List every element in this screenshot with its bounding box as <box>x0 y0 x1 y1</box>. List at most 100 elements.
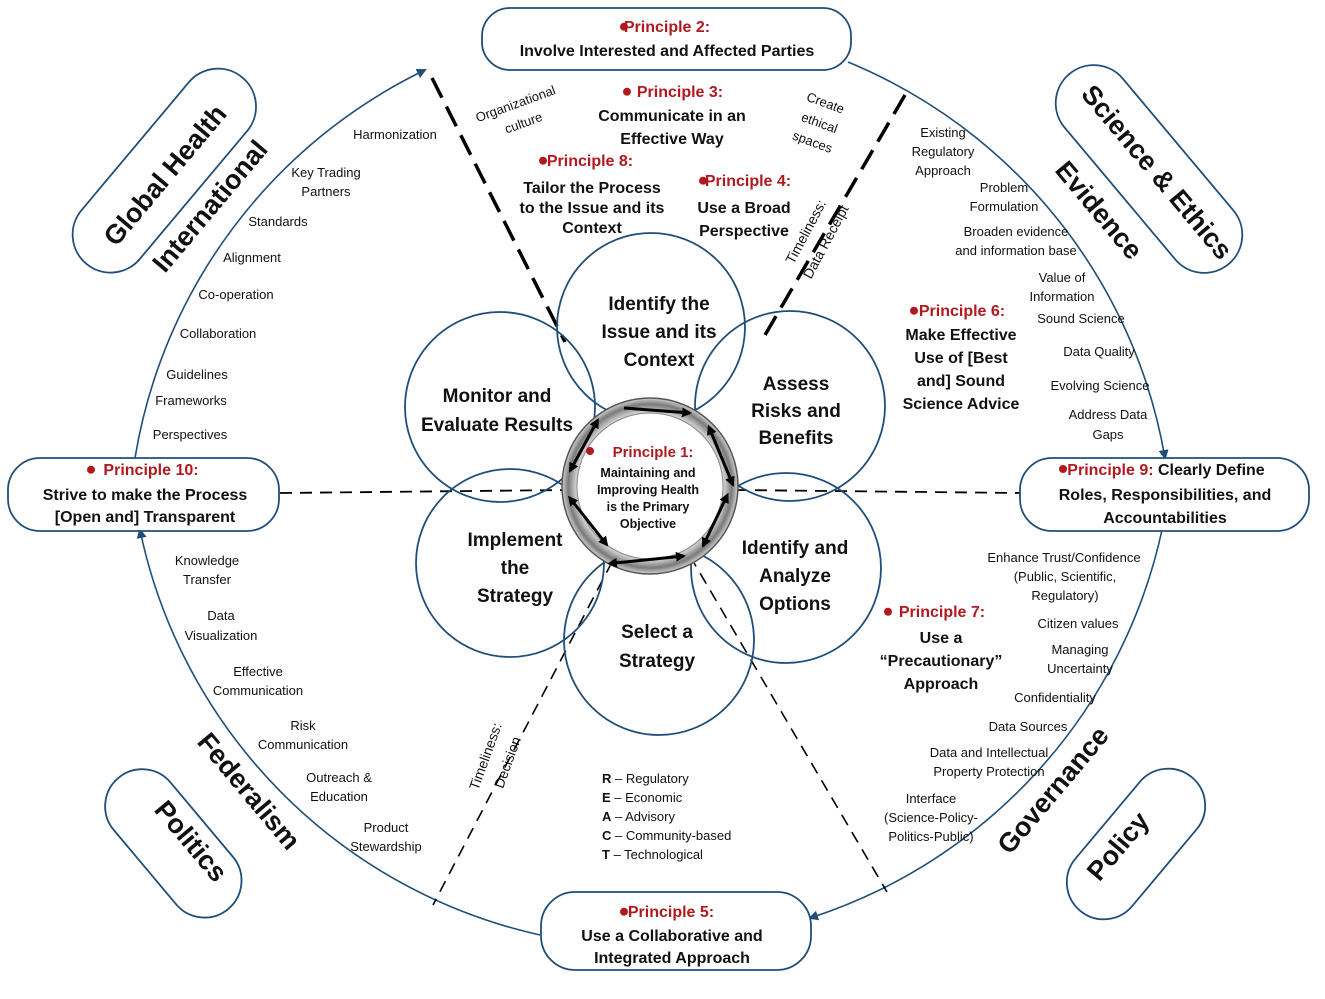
strategy-type-line: C – Community-based <box>602 828 731 843</box>
circle-implement-strategy <box>415 468 605 658</box>
right-lower-term: Interface <box>906 791 957 806</box>
capsule-policy <box>1065 767 1207 921</box>
left-upper-term: Harmonization <box>353 127 437 142</box>
p1-body-line: is the Primary <box>607 500 690 514</box>
strategy-type-line: E – Economic <box>602 790 683 805</box>
left-lower-term: Visualization <box>185 628 258 643</box>
strategy-type-label: – Community-based <box>611 828 731 843</box>
right-upper-term: Evolving Science <box>1051 378 1150 393</box>
right-lower-term: (Public, Scientific, <box>1014 569 1117 584</box>
right-lower-term: Citizen values <box>1038 616 1119 631</box>
right-lower-term: Managing <box>1051 642 1108 657</box>
outer-cycle-arcs <box>134 61 1169 936</box>
strategy-type-letter: T <box>602 847 610 862</box>
p8-body-line: Context <box>562 220 622 237</box>
divider-thick-left <box>430 77 567 343</box>
left-lower-term: Communication <box>258 737 348 752</box>
left-lower-term: Communication <box>213 683 303 698</box>
strategy-type-line: R – Regulatory <box>602 771 689 786</box>
divider-lower-right <box>689 555 888 893</box>
right-upper-term: Existing <box>920 125 966 140</box>
domain-capsules <box>71 64 1244 921</box>
divider-horizontal-left <box>279 489 569 494</box>
p4-body-line: Perspective <box>699 223 789 240</box>
cycle-analyze-label: Options <box>759 594 831 615</box>
strategy-type-label: – Economic <box>611 790 683 805</box>
circle-assess-risks <box>694 310 886 502</box>
left-upper-term: Alignment <box>223 250 281 265</box>
right-upper-term: Information <box>1029 289 1094 304</box>
cycle-monitor-label: Evaluate Results <box>421 415 573 436</box>
principle-10-box <box>7 457 280 532</box>
right-lower-term: Property Protection <box>933 764 1044 779</box>
ring-arrow-bottom <box>607 551 686 568</box>
right-lower-term: Confidentiality <box>1014 690 1096 705</box>
p4-body-line: Use a Broad <box>697 200 790 217</box>
right-upper-term: Formulation <box>970 199 1039 214</box>
right-upper-term: Approach <box>915 163 971 178</box>
p7-body-line: “Precautionary” <box>880 653 1003 670</box>
capsule-politics <box>104 768 243 919</box>
p2-body-line: Involve Interested and Affected Parties <box>520 43 815 60</box>
circle-analyze-options <box>690 472 882 664</box>
strategy-type-line: T – Technological <box>602 847 703 862</box>
left-upper-term: Collaboration <box>180 326 257 341</box>
cycle-implement-label: the <box>501 558 530 579</box>
p9-body-line: Accountabilities <box>1103 510 1227 527</box>
cycle-monitor-label: Monitor and <box>443 386 552 407</box>
strategy-type-line: A – Advisory <box>602 809 675 824</box>
p1-heading: Principle 1: <box>613 444 694 461</box>
right-lower-term: Regulatory) <box>1031 588 1098 603</box>
cycle-select-label: Select a <box>621 622 693 643</box>
divider-lower-left <box>432 561 613 906</box>
arc-p5-to-p10 <box>136 528 541 936</box>
bullet-dot <box>1059 465 1067 473</box>
p10-body-line: [Open and] Transparent <box>55 509 236 526</box>
p7-body-line: Approach <box>904 676 979 693</box>
p10-body-line: Strive to make the Process <box>43 487 248 504</box>
p1-body-line: Improving Health <box>597 483 699 497</box>
p9-heading: Principle 9: <box>1067 462 1153 479</box>
left-lower-term: Risk <box>290 718 316 733</box>
left-lower-term: Effective <box>233 664 283 679</box>
p4-heading: Principle 4: <box>705 173 791 190</box>
p5-heading: Principle 5: <box>628 904 714 921</box>
ring-arrow-upper-right <box>707 424 735 487</box>
right-lower-term: Enhance Trust/Confidence <box>987 550 1140 565</box>
left-lower-term: Transfer <box>183 572 232 587</box>
text-layer: Principle 2: Involve Interested and Affec… <box>43 19 1272 967</box>
p9-heading-line: Principle 9: Clearly Define <box>1067 462 1265 479</box>
right-upper-term: Regulatory <box>912 144 975 159</box>
left-lower-term: Outreach & <box>306 770 372 785</box>
right-upper-term: Address Data <box>1069 407 1149 422</box>
bullet-dot <box>884 607 892 616</box>
right-lower-term: Politics-Public) <box>888 829 973 844</box>
cycle-implement-label: Strategy <box>477 586 553 607</box>
left-upper-term: Partners <box>301 184 351 199</box>
arc-p10-to-p2 <box>134 68 427 459</box>
circle-monitor-evaluate <box>404 311 596 503</box>
strategy-type-label: – Technological <box>610 847 703 862</box>
cycle-identify-label: Context <box>624 350 695 371</box>
left-upper-term: Key Trading <box>291 165 360 180</box>
dashed-dividers <box>279 77 1021 906</box>
p6-heading: Principle 6: <box>919 303 1005 320</box>
p5-body-line: Integrated Approach <box>594 950 750 967</box>
bullet-dot <box>620 907 628 916</box>
ring-arrow-lower-right <box>701 492 729 548</box>
p8-body-line: to the Issue and its <box>520 200 665 217</box>
strategy-type-letter: A <box>602 809 612 824</box>
strategy-type-label: – Regulatory <box>611 771 689 786</box>
left-upper-term: Standards <box>248 214 308 229</box>
capsule-science-ethics <box>1054 64 1244 274</box>
p2-heading: Principle 2: <box>624 19 710 36</box>
right-lower-term: (Science-Policy- <box>884 810 978 825</box>
arc-p9-to-p5 <box>808 529 1163 921</box>
left-lower-term: Knowledge <box>175 553 239 568</box>
left-upper-term: Guidelines <box>166 367 228 382</box>
cycle-select-label: Strategy <box>619 651 695 672</box>
cycle-implement-label: Implement <box>467 530 563 551</box>
cycle-analyze-label: Identify and <box>742 538 849 559</box>
cycle-assess-label: Assess <box>763 374 830 395</box>
